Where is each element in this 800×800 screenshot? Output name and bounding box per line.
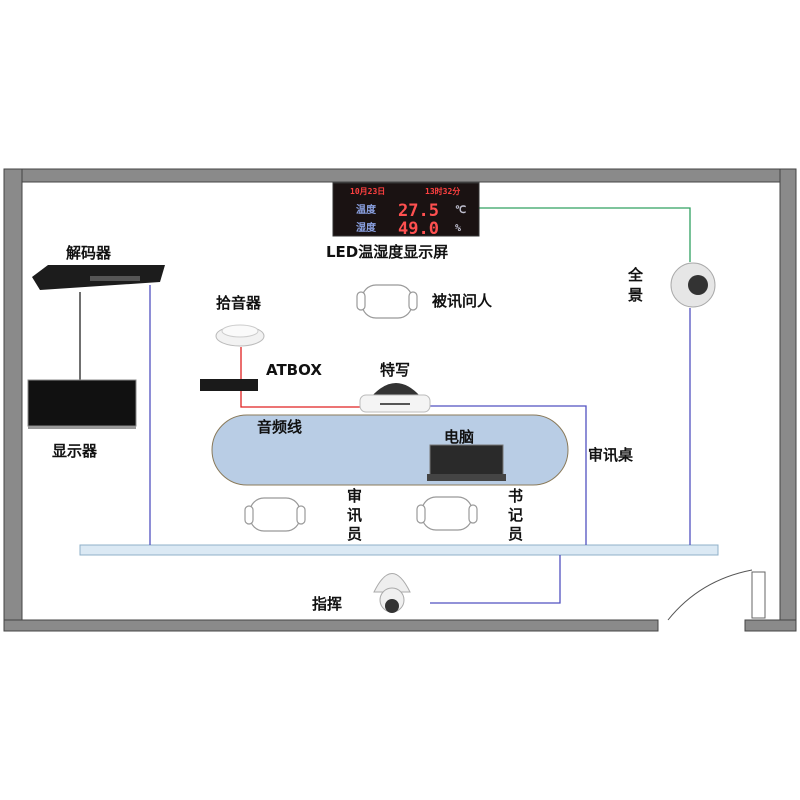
led-temp-value: 27.5 [398, 201, 439, 221]
audio-cable-label: 音频线 [257, 418, 302, 436]
bottom-wall-right [744, 619, 797, 632]
interrogator-label-2: 讯 [347, 506, 362, 524]
command-wire [430, 555, 561, 604]
audio-pickup [215, 324, 265, 347]
interrogator-label-3: 员 [347, 525, 362, 543]
led-display: 10月23日 13时32分 温度 27.5 ℃ 湿度 49.0 % [332, 182, 480, 239]
panorama-label-2: 景 [628, 286, 643, 304]
chair-interrogator [244, 497, 306, 532]
decoder [32, 265, 165, 290]
atbox-label: ATBOX [266, 361, 322, 379]
command-label: 指挥 [312, 595, 342, 613]
suspect-label: 被讯问人 [432, 292, 493, 310]
led-humidity-label: 湿度 [356, 221, 377, 234]
monitor-label: 显示器 [52, 442, 98, 460]
top-wall [3, 168, 797, 183]
panorama-label-1: 全 [627, 266, 644, 284]
chair-suspect [356, 284, 418, 319]
computer-label: 电脑 [444, 428, 474, 446]
bottom-wall-left [3, 619, 659, 632]
left-wall [3, 168, 23, 632]
interrogator-label-1: 审 [347, 487, 362, 505]
wires [79, 207, 691, 604]
panorama-camera [670, 262, 716, 308]
led-temp-label: 温度 [356, 203, 377, 216]
decoder-label: 解码器 [66, 244, 112, 262]
door[interactable] [751, 571, 766, 619]
atbox-device [200, 379, 258, 391]
closeup-wire [430, 405, 587, 545]
led-wire [478, 207, 691, 262]
pickup-label: 拾音器 [216, 294, 262, 312]
clerk-label-3: 员 [508, 525, 523, 543]
audio-wire [240, 347, 362, 408]
right-wall [779, 168, 797, 632]
closeup-label: 特写 [380, 361, 410, 379]
closeup-camera [359, 383, 431, 413]
door-swing [667, 569, 753, 621]
led-temp-unit: ℃ [455, 205, 466, 216]
command-camera [373, 573, 411, 613]
led-caption: LED温湿度显示屏 [326, 243, 448, 261]
chairs [244, 284, 478, 532]
clerk-label-1: 书 [508, 487, 523, 505]
observation-window [79, 544, 719, 556]
laptop [427, 444, 506, 481]
led-humidity-unit: % [455, 223, 461, 234]
chair-clerk [416, 496, 478, 531]
table-label: 审讯桌 [588, 446, 634, 464]
clerk-label-2: 记 [508, 506, 523, 524]
led-time: 13时32分 [425, 186, 460, 196]
led-humidity-value: 49.0 [398, 219, 439, 239]
monitor [27, 379, 137, 429]
walls [3, 168, 797, 632]
led-date: 10月23日 [350, 187, 385, 196]
